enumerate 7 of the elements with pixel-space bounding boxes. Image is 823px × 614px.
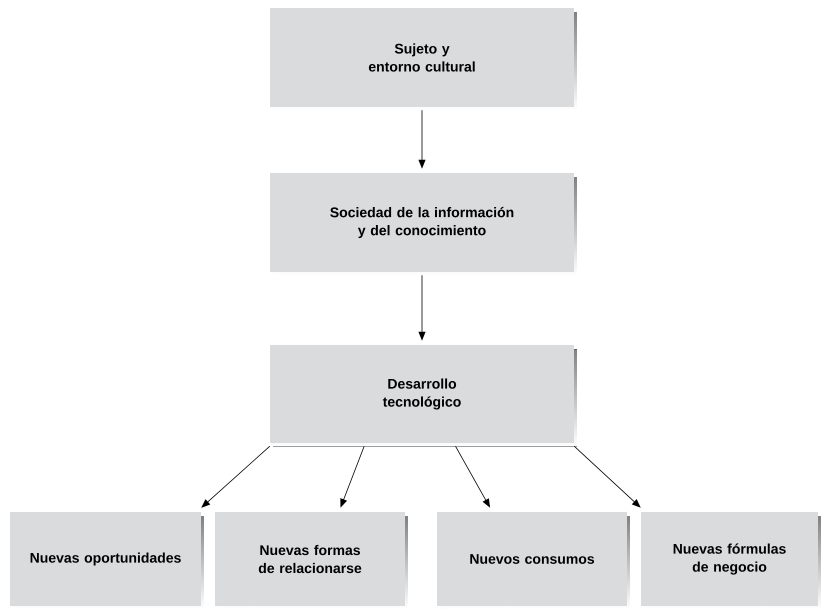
process-box: Sujeto y entorno cultural [270,8,577,111]
process-box: Desarrollo tecnológico [270,345,577,447]
process-box: Nuevas formas de relacionarse [215,512,408,610]
process-box: Nuevas fórmulas de negocio [641,512,821,610]
process-box: Nuevas oportunidades [10,512,204,610]
process-box: Sociedad de la información y del conocimiento [270,173,577,276]
process-box: Nuevos consumos [437,512,630,610]
